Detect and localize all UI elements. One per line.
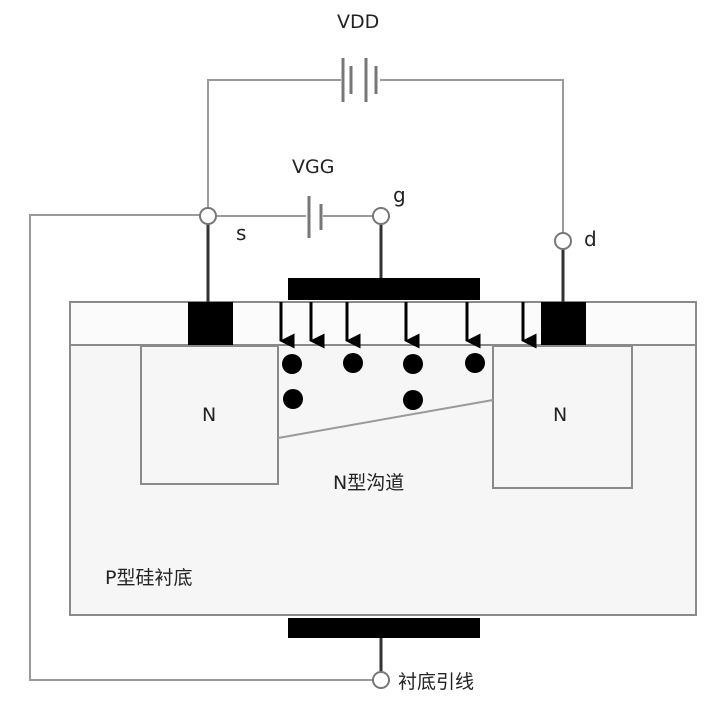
substrate-label: P型硅衬底 <box>105 567 192 589</box>
n-right-label: N <box>553 404 567 426</box>
channel-label: N型沟道 <box>333 472 404 494</box>
substrate-loop-wire <box>29 214 373 681</box>
gate-electrode <box>288 278 480 300</box>
electron <box>403 390 423 410</box>
drain-terminal <box>554 232 572 250</box>
source-label: s <box>236 221 246 245</box>
vdd-wire-right <box>380 79 564 232</box>
electron <box>282 354 302 374</box>
substrate-lead-label: 衬底引线 <box>398 671 474 693</box>
electrons <box>282 353 485 410</box>
oxide-layer <box>69 301 697 346</box>
electron <box>283 389 303 409</box>
n-region-right <box>492 345 633 489</box>
electron <box>343 353 363 373</box>
drain-label: d <box>584 227 597 251</box>
n-left-label: N <box>202 404 216 426</box>
vdd-label: VDD <box>337 11 379 33</box>
source-terminal <box>199 207 217 225</box>
gate-label: g <box>393 183 406 207</box>
n-region-left <box>140 345 279 485</box>
field-arrows <box>279 302 537 349</box>
vdd-battery-icon <box>341 58 378 102</box>
substrate-electrode <box>288 618 480 638</box>
electron <box>465 353 485 373</box>
gate-terminal <box>372 207 390 225</box>
vgg-battery-icon <box>307 196 323 238</box>
vdd-wire-left <box>207 79 341 209</box>
electron <box>403 354 423 374</box>
vgg-label: VGG <box>292 156 334 178</box>
substrate-terminal <box>372 671 390 689</box>
drain-contact <box>541 302 586 345</box>
channel-boundary <box>277 399 494 439</box>
source-contact <box>188 302 233 345</box>
